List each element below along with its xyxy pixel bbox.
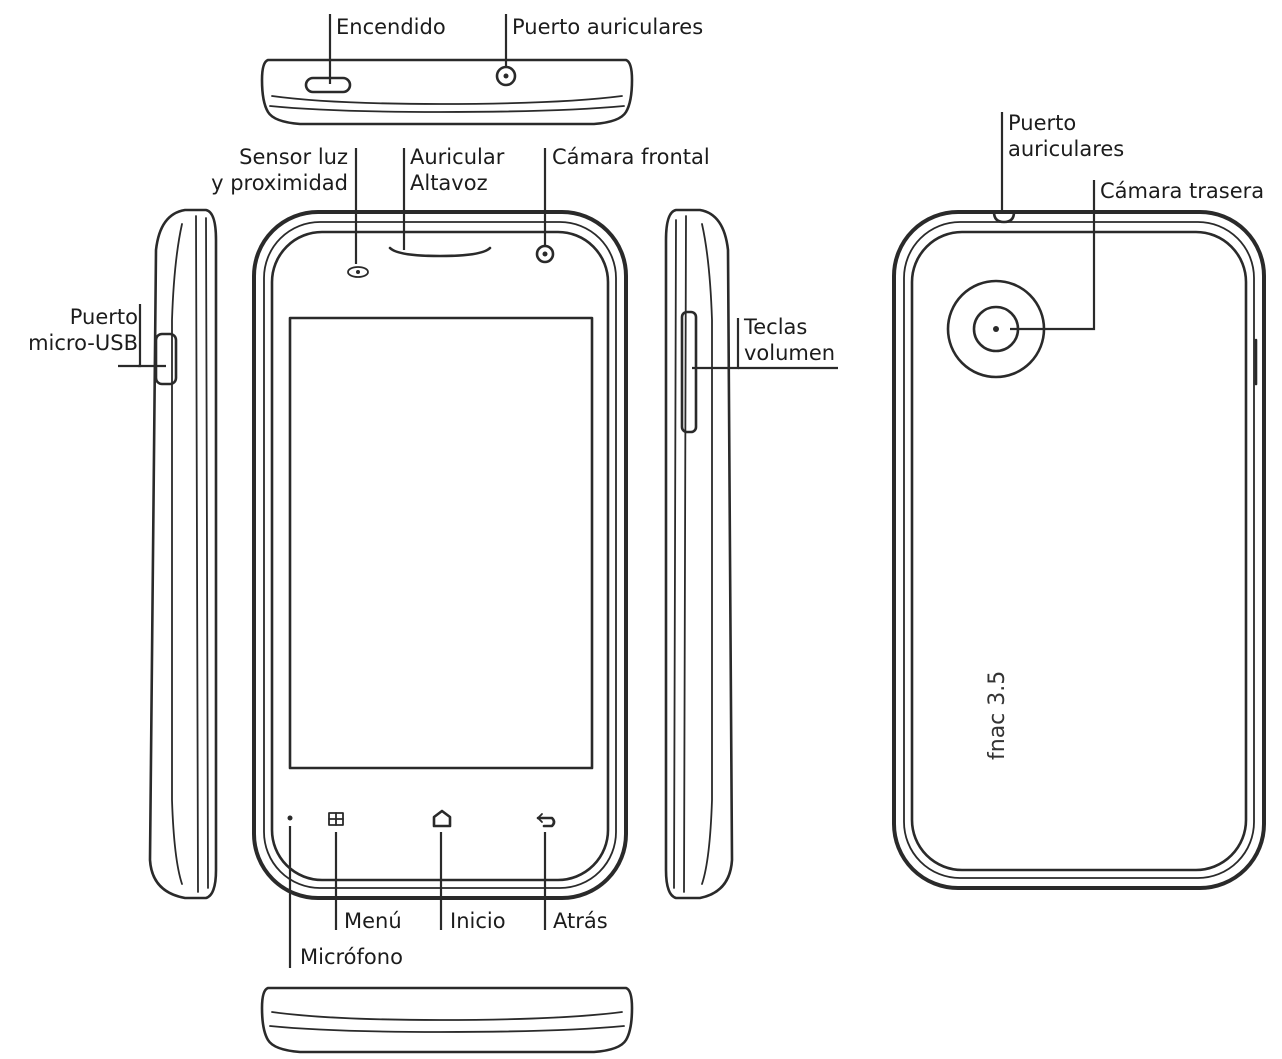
label-puerto-auriculares-back-1: Puerto [1008, 111, 1076, 135]
menu-key-icon [328, 812, 344, 826]
brand-logo-text: fnac 3.5 [985, 671, 1010, 760]
label-teclas-volumen-2: volumen [744, 341, 835, 365]
right-side-view [664, 208, 734, 900]
label-encendido: Encendido [336, 15, 446, 39]
front-camera-shape [535, 244, 555, 264]
power-button-shape [304, 76, 352, 94]
label-microfono: Micrófono [300, 945, 403, 969]
back-key-icon [536, 813, 556, 828]
label-puerto-usb-2: micro-USB [28, 331, 138, 355]
labels: Encendido Puerto auriculares Sensor luz … [28, 15, 1264, 969]
light-proximity-sensor-shape [347, 266, 369, 278]
label-puerto-auriculares-back-2: auriculares [1008, 137, 1124, 161]
label-camara-frontal: Cámara frontal [552, 145, 710, 169]
microphone-hole-shape [287, 815, 293, 821]
label-menu: Menú [344, 909, 402, 933]
leader-lines [118, 14, 1096, 968]
label-atras: Atrás [553, 909, 608, 933]
label-sensor-luz-1: Sensor luz [239, 145, 348, 169]
label-auricular-1: Auricular [410, 145, 505, 169]
label-camara-trasera: Cámara trasera [1100, 179, 1264, 203]
label-puerto-auriculares-top: Puerto auriculares [512, 15, 703, 39]
top-edge-view [260, 58, 634, 126]
home-key-icon [432, 809, 452, 828]
headphone-port-back-shape [992, 210, 1016, 224]
left-side-view [148, 208, 218, 900]
back-view: fnac 3.5 [892, 210, 1266, 890]
label-teclas-volumen-1: Teclas [743, 315, 807, 339]
earpiece-speaker-shape [388, 246, 492, 258]
label-sensor-luz-2: y proximidad [211, 171, 348, 195]
label-auricular-2: Altavoz [410, 171, 488, 195]
screen [288, 316, 594, 770]
bottom-edge-view [260, 986, 634, 1054]
label-puerto-usb-1: Puerto [70, 305, 138, 329]
label-inicio: Inicio [450, 909, 506, 933]
front-view [252, 210, 628, 900]
micro-usb-port-shape [154, 332, 178, 386]
headphone-port-top-shape [495, 65, 517, 87]
volume-keys-shape [680, 310, 698, 434]
